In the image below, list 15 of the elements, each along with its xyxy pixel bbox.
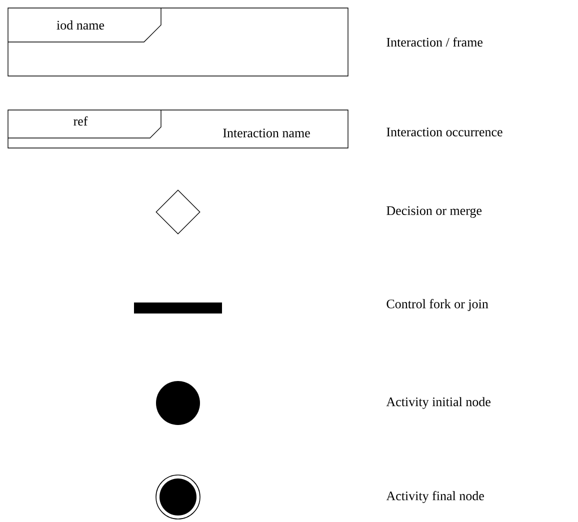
description-label: Activity initial node (386, 397, 490, 409)
interaction-name: Interaction name (223, 128, 310, 138)
description-label: Decision or merge (386, 206, 482, 218)
description-label: Control fork or join (386, 299, 488, 311)
description-label: Activity final node (386, 491, 484, 503)
description-label: Interaction / frame (386, 37, 482, 47)
frame-box (8, 8, 348, 76)
name-tab: iod name (8, 8, 162, 42)
name-tab: ref (8, 110, 162, 138)
fork-bar (134, 302, 222, 314)
frame-box (8, 110, 348, 148)
description-label: Interaction occurrence (386, 128, 502, 136)
final-node (156, 474, 200, 520)
decision-diamond (156, 190, 200, 234)
initial-node (156, 381, 200, 425)
